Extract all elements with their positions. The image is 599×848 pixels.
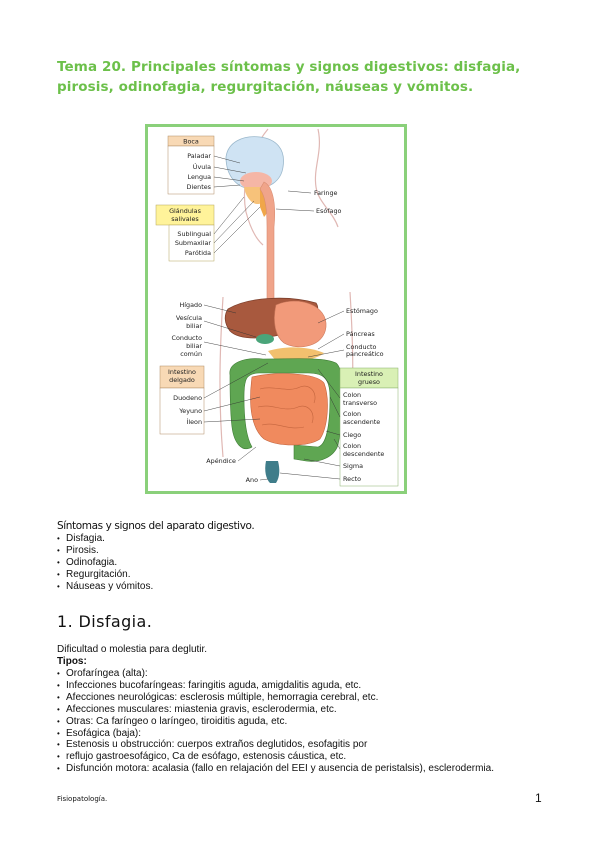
list-item: Pirosis. — [57, 545, 153, 557]
symptoms-list: Disfagia. Pirosis. Odinofagia. Regurgita… — [57, 533, 153, 593]
list-item: Afecciones neurológicas: esclerosis múlt… — [57, 692, 494, 704]
list-item: Otras: Ca faríngeo o laríngeo, tiroiditi… — [57, 716, 494, 728]
label-apendice: Apéndice — [206, 457, 236, 465]
footer-course-name: Fisiopatología. — [57, 795, 108, 803]
label-conducto-pancreatico-1: Conducto — [346, 343, 377, 351]
section-heading: 1. Disfagia. — [57, 612, 153, 631]
label-sublingual: Sublingual — [177, 230, 211, 238]
list-item: Náuseas y vómitos. — [57, 581, 153, 593]
list-item: Disfagia. — [57, 533, 153, 545]
label-pancreas: Páncreas — [346, 330, 375, 338]
label-submaxilar: Submaxilar — [175, 239, 212, 247]
label-ileon: Íleon — [186, 417, 202, 426]
list-item: Odinofagia. — [57, 557, 153, 569]
section-label: Síntomas y signos del aparato digestivo. — [57, 520, 255, 532]
intestino-grueso-box-label-1: Intestino — [355, 370, 383, 378]
label-paladar: Paladar — [187, 152, 211, 160]
glandulas-box-label-1: Glándulas — [169, 207, 201, 215]
label-colon-transverso-2: transverso — [343, 399, 377, 407]
label-recto: Recto — [343, 475, 361, 483]
list-item: Estenosis u obstrucción: cuerpos extraño… — [57, 739, 494, 751]
page-number: 1 — [535, 791, 542, 805]
list-item: Afecciones musculares: miastenia gravis,… — [57, 704, 494, 716]
label-uvula: Úvula — [193, 162, 211, 171]
glandulas-box-label-2: salivales — [171, 215, 199, 223]
label-dientes: Dientes — [187, 183, 212, 191]
label-lengua: Lengua — [188, 173, 212, 181]
digestive-system-figure: Boca Paladar Úvula Lengua Dientes Faring… — [145, 124, 407, 494]
label-conducto-biliar-1: Conducto — [172, 334, 203, 342]
boca-box-label: Boca — [183, 138, 199, 146]
label-ciego: Ciego — [343, 431, 361, 439]
types-label: Tipos: — [57, 656, 87, 667]
intestino-grueso-box-label-2: grueso — [358, 378, 380, 386]
types-list: Orofaríngea (alta): Infecciones bucofarí… — [57, 668, 494, 775]
label-sigma: Sigma — [343, 462, 363, 470]
label-ano: Ano — [246, 476, 258, 484]
label-vesicula-2: biliar — [186, 322, 202, 330]
label-colon-ascendente-1: Colon — [343, 410, 361, 418]
label-colon-transverso-1: Colon — [343, 391, 361, 399]
intestino-delgado-box-label-1: Intestino — [168, 368, 196, 376]
intestino-delgado-box-label-2: delgado — [169, 376, 195, 384]
label-colon-descendente-2: descendente — [343, 450, 384, 458]
list-item: reflujo gastroesofágico, Ca de esófago, … — [57, 751, 494, 763]
label-colon-ascendente-2: ascendente — [343, 418, 380, 426]
label-yeyuno: Yeyuno — [178, 407, 202, 415]
label-conducto-pancreatico-2: pancreático — [346, 350, 384, 358]
definition-text: Dificultad o molestia para deglutir. — [57, 644, 208, 655]
label-parotida: Parótida — [185, 249, 211, 257]
label-esofago: Esófago — [316, 207, 341, 215]
list-item: Orofaríngea (alta): — [57, 668, 494, 680]
list-item: Infecciones bucofaríngeas: faringitis ag… — [57, 680, 494, 692]
label-higado: Hígado — [179, 301, 202, 309]
label-faringe: Faringe — [314, 189, 338, 197]
label-estomago: Estómago — [346, 307, 378, 315]
list-item: Regurgitación. — [57, 569, 153, 581]
page-title: Tema 20. Principales síntomas y signos d… — [57, 59, 521, 95]
list-item: Disfunción motora: acalasia (fallo en re… — [57, 763, 494, 775]
label-duodeno: Duodeno — [173, 394, 202, 402]
label-conducto-biliar-2: biliar — [186, 342, 202, 350]
label-vesicula-1: Vesícula — [176, 314, 202, 322]
list-item: Esofágica (baja): — [57, 728, 494, 740]
label-colon-descendente-1: Colon — [343, 442, 361, 450]
label-conducto-biliar-3: común — [180, 350, 202, 358]
digestive-system-diagram: Boca Paladar Úvula Lengua Dientes Faring… — [155, 128, 399, 487]
